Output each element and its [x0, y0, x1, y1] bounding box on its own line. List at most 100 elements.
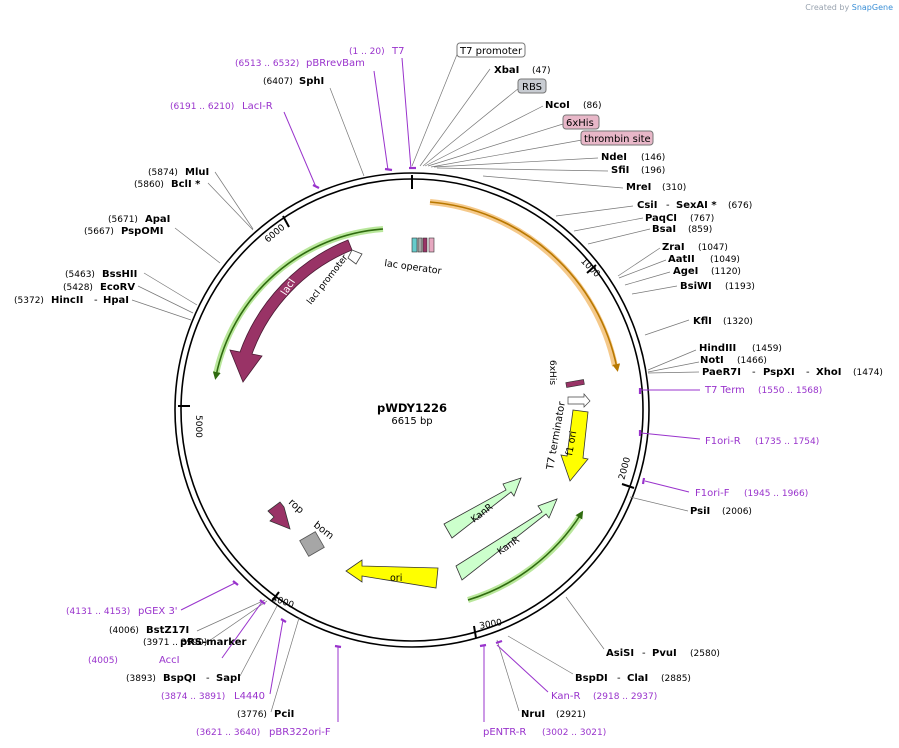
asisi-name[interactable]: AsiSI	[606, 648, 634, 659]
tick-6000	[282, 215, 290, 228]
6xhis-inner-feature[interactable]	[565, 379, 585, 388]
bom-feature[interactable]	[299, 531, 325, 557]
hpai-name[interactable]: HpaI	[103, 295, 129, 306]
paqci-name[interactable]: PaqCI	[645, 213, 677, 224]
xbai-name[interactable]: XbaI	[494, 65, 519, 76]
leader-lines	[131, 51, 700, 713]
csii-name[interactable]: CsiI	[637, 200, 657, 211]
plasmid-length: 6615 bp	[391, 416, 432, 427]
pentr-r-pos: (3002 .. 3021)	[542, 728, 606, 738]
ruler-label-1000: 1000	[578, 257, 601, 280]
kan-r-pos: (2918 .. 2937)	[593, 692, 657, 702]
f1ori-r-pos: (1735 .. 1754)	[755, 437, 819, 447]
psii-name[interactable]: PsiI	[690, 506, 710, 517]
noti-name[interactable]: NotI	[700, 355, 724, 366]
l4440-name[interactable]: L4440	[234, 691, 265, 702]
pspomi-pos: (5667)	[84, 227, 114, 237]
bsiwi-name[interactable]: BsiWI	[680, 281, 712, 292]
t7term-name[interactable]: T7 Term	[704, 385, 745, 396]
laci-feature[interactable]	[229, 239, 353, 383]
f1-ori-label: f1 ori	[564, 430, 579, 456]
laci-r-name[interactable]: LacI-R	[242, 101, 273, 112]
pgex3-name[interactable]: pGEX 3'	[138, 606, 178, 617]
primer-labels-left: (3621 .. 3640) pBR322ori-F (3874 .. 3891…	[66, 46, 404, 738]
agei-pos: (1120)	[711, 267, 741, 277]
rbs-feature[interactable]	[417, 237, 423, 253]
ecorv-pos: (5428)	[63, 283, 93, 293]
bstz17i-name[interactable]: BstZ17I	[146, 625, 189, 636]
orf-arc-green-right	[467, 510, 584, 601]
pbrrevbam-pos: (6513 .. 6532)	[235, 59, 299, 69]
t7-name[interactable]: T7	[391, 46, 404, 57]
pvui-name[interactable]: PvuI	[652, 648, 677, 659]
sexai-pos: (676)	[728, 201, 752, 211]
sphi-name[interactable]: SphI	[299, 76, 324, 87]
bspqi-name[interactable]: BspQI	[163, 673, 196, 684]
rbs-box	[517, 78, 547, 94]
bspdi-name[interactable]: BspDI	[575, 673, 608, 684]
ruler-label-6000: 6000	[263, 223, 287, 246]
pbrrevbam-name[interactable]: pBRrevBam	[306, 58, 365, 69]
ruler-label-5000: 5000	[193, 415, 203, 438]
thrombin-feature[interactable]	[428, 237, 435, 253]
hindiii-name[interactable]: HindIII	[699, 343, 736, 354]
agei-name[interactable]: AgeI	[673, 266, 698, 277]
zrai-name[interactable]: ZraI	[662, 242, 685, 253]
prs-marker-name[interactable]: AccI	[159, 655, 180, 666]
pcii-name[interactable]: PciI	[274, 709, 294, 720]
sexai-name[interactable]: SexAI *	[676, 200, 717, 211]
kfli-pos: (1320)	[723, 317, 753, 327]
sfii-name[interactable]: SfiI	[611, 165, 629, 176]
f1ori-r-name[interactable]: F1ori-R	[705, 436, 741, 447]
t7-terminator-feature[interactable]	[567, 393, 591, 408]
f1-ori-feature[interactable]	[560, 409, 589, 482]
pspomi-name[interactable]: PspOMI	[121, 226, 163, 237]
apai-name[interactable]: ApaI	[145, 214, 170, 225]
sapi-name[interactable]: SapI	[216, 673, 241, 684]
plasmid-name: pWDY1226	[377, 401, 447, 415]
clai-name[interactable]: ClaI	[627, 673, 648, 684]
ncoi-name[interactable]: NcoI	[545, 100, 570, 111]
f1ori-f-name[interactable]: F1ori-F	[695, 488, 730, 499]
kan-r-name[interactable]: Kan-R	[551, 691, 580, 702]
pgex3-pos: (4131 .. 4153)	[66, 607, 130, 617]
ndei-name[interactable]: NdeI	[601, 152, 627, 163]
t7-promoter-box	[456, 42, 526, 58]
apai-pos: (5671)	[108, 215, 138, 225]
nrui-name[interactable]: NruI	[521, 709, 545, 720]
mlui-name[interactable]: MluI	[185, 167, 209, 178]
ori-feature[interactable]	[345, 559, 439, 589]
6xhis-inner-label: 6xHis	[547, 360, 557, 385]
kanr-1-feature[interactable]	[443, 477, 522, 539]
mrei-name[interactable]: MreI	[626, 182, 651, 193]
l4440-pos: (3874 .. 3891)	[161, 692, 225, 702]
t7term-pos: (1550 .. 1568)	[758, 386, 822, 396]
hindiii-pos: (1459)	[752, 344, 782, 354]
xhoi-name[interactable]: XhoI	[816, 367, 841, 378]
bsshii-name[interactable]: BssHII	[102, 269, 137, 280]
hincii-name[interactable]: HincII	[51, 295, 83, 306]
rop-feature[interactable]	[267, 501, 291, 530]
bsai-name[interactable]: BsaI	[652, 224, 676, 235]
sfii-pos: (196)	[641, 166, 665, 176]
kanr-2-feature[interactable]	[455, 498, 558, 581]
bcli-name[interactable]: BclI *	[171, 179, 201, 190]
svg-text:-: -	[206, 673, 210, 684]
acci-name[interactable]: pRS-marker	[180, 637, 246, 648]
kfli-name[interactable]: KflI	[693, 316, 712, 327]
lac-operator-label: lac operator	[384, 258, 443, 277]
lac-operator-feature[interactable]	[411, 237, 418, 253]
ecorv-name[interactable]: EcoRV	[100, 282, 135, 293]
aatii-name[interactable]: AatII	[668, 254, 695, 265]
enzyme-labels-upper-left: (6407) SphI (5874) MluI (5860) BclI * (5…	[14, 76, 324, 306]
mlui-pos: (5874)	[148, 168, 178, 178]
t7-promoter-label: T7 promoter	[459, 46, 523, 57]
paer7i-name[interactable]: PaeR7I	[702, 367, 741, 378]
pbr322ori-f-name[interactable]: pBR322ori-F	[269, 727, 331, 738]
laci-promoter-feature[interactable]	[347, 249, 363, 265]
pentr-r-name[interactable]: pENTR-R	[483, 727, 526, 738]
pspxi-name[interactable]: PspXI	[763, 367, 795, 378]
6xhis-feature[interactable]	[422, 237, 428, 253]
bsiwi-pos: (1193)	[725, 282, 755, 292]
xhoi-pos: (1474)	[853, 368, 883, 378]
